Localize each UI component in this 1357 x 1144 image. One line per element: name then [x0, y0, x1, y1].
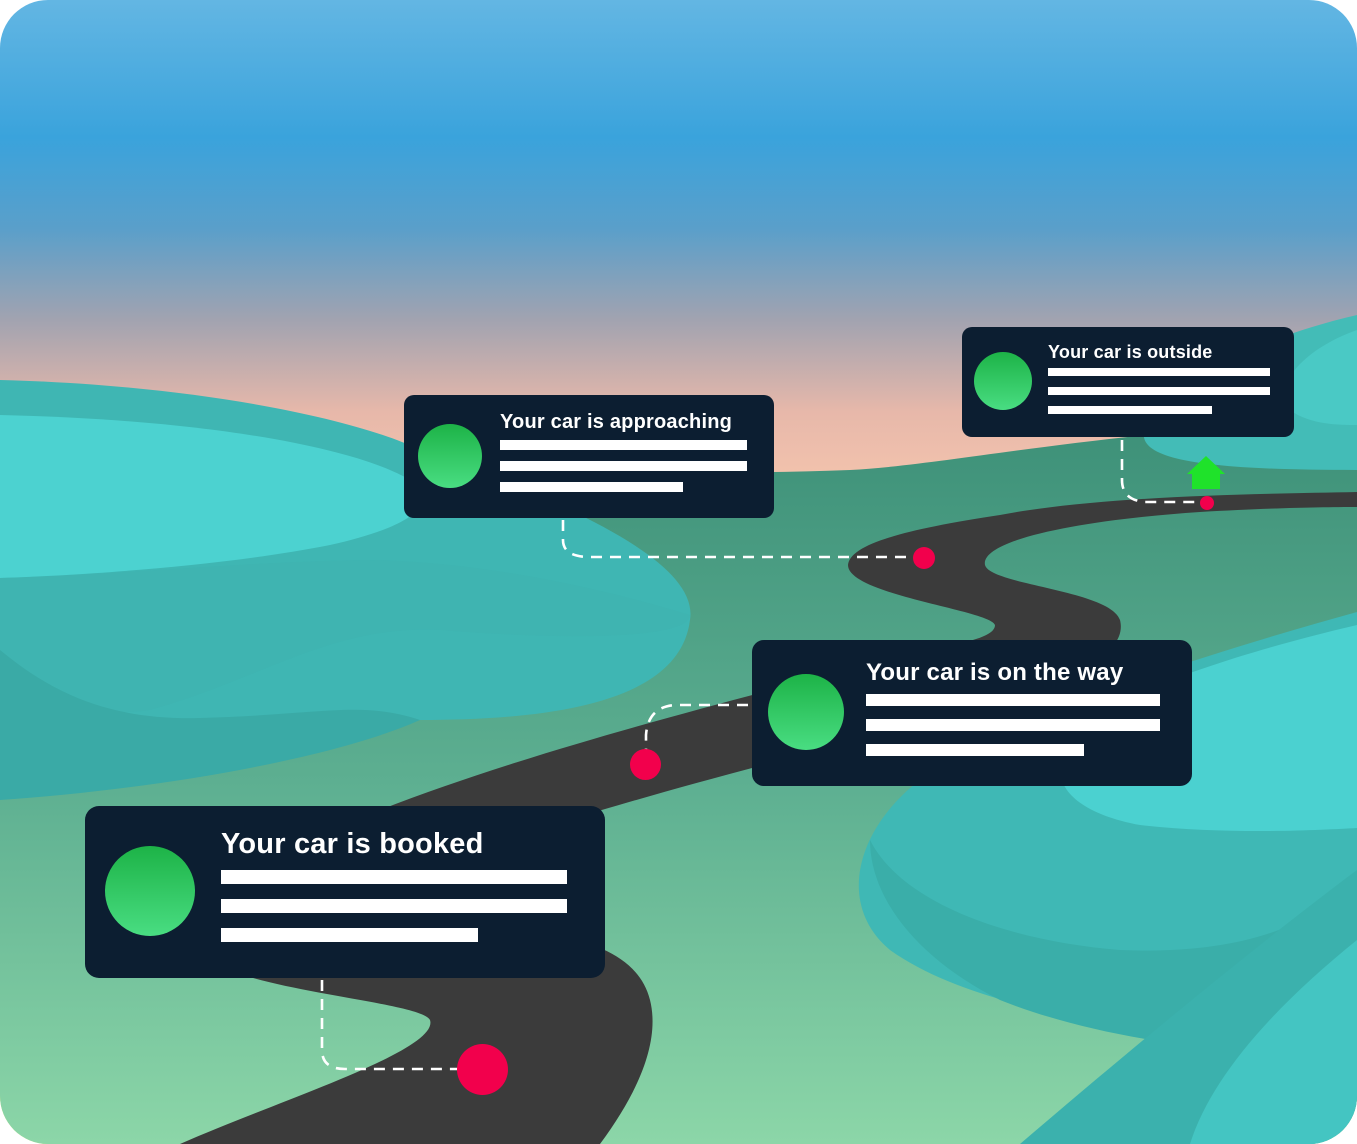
- text-placeholder-line: [866, 719, 1160, 731]
- text-placeholder-line: [500, 440, 747, 450]
- status-title: Your car is outside: [1048, 342, 1213, 362]
- text-placeholder-line: [1048, 406, 1212, 414]
- status-dot-icon: [768, 674, 844, 750]
- location-pin-booked: [457, 1044, 508, 1095]
- status-card-on-the-way: Your car is on the way: [752, 640, 1192, 786]
- text-placeholder-line: [866, 744, 1084, 756]
- connector-lines: [320, 440, 1200, 1071]
- connector-booked: [320, 980, 470, 1071]
- status-card-outside: Your car is outside: [962, 327, 1294, 437]
- text-placeholder-line: [1048, 387, 1270, 395]
- status-dot-icon: [105, 846, 195, 936]
- text-placeholder-line: [221, 928, 478, 942]
- left-front-hill: [0, 415, 424, 578]
- home-icon: [1187, 456, 1225, 489]
- text-placeholder-line: [221, 870, 567, 884]
- top-right-hill-highlight: [1283, 330, 1357, 425]
- text-placeholder-line: [500, 482, 683, 492]
- status-title: Your car is on the way: [866, 659, 1124, 686]
- status-title: Your car is approaching: [500, 411, 733, 433]
- left-bottom-hill: [0, 650, 420, 800]
- bottom-right-hill-highlight: [1190, 940, 1357, 1144]
- connector-outside: [1120, 440, 1200, 504]
- location-pin-approaching: [913, 547, 935, 569]
- status-title: Your car is booked: [221, 828, 484, 860]
- status-card-booked: Your car is booked: [85, 806, 605, 978]
- text-placeholder-line: [221, 899, 567, 913]
- text-placeholder-line: [866, 694, 1160, 706]
- status-card-approaching: Your car is approaching: [404, 395, 774, 518]
- status-dot-icon: [974, 352, 1032, 410]
- text-placeholder-line: [1048, 368, 1270, 376]
- text-placeholder-line: [500, 461, 747, 471]
- status-dot-icon: [418, 424, 482, 488]
- location-pin-outside: [1200, 496, 1214, 510]
- left-lower-hill: [0, 560, 690, 712]
- location-pin-on-the-way: [630, 749, 661, 780]
- connector-approaching: [561, 520, 918, 559]
- connector-on-the-way: [644, 703, 748, 752]
